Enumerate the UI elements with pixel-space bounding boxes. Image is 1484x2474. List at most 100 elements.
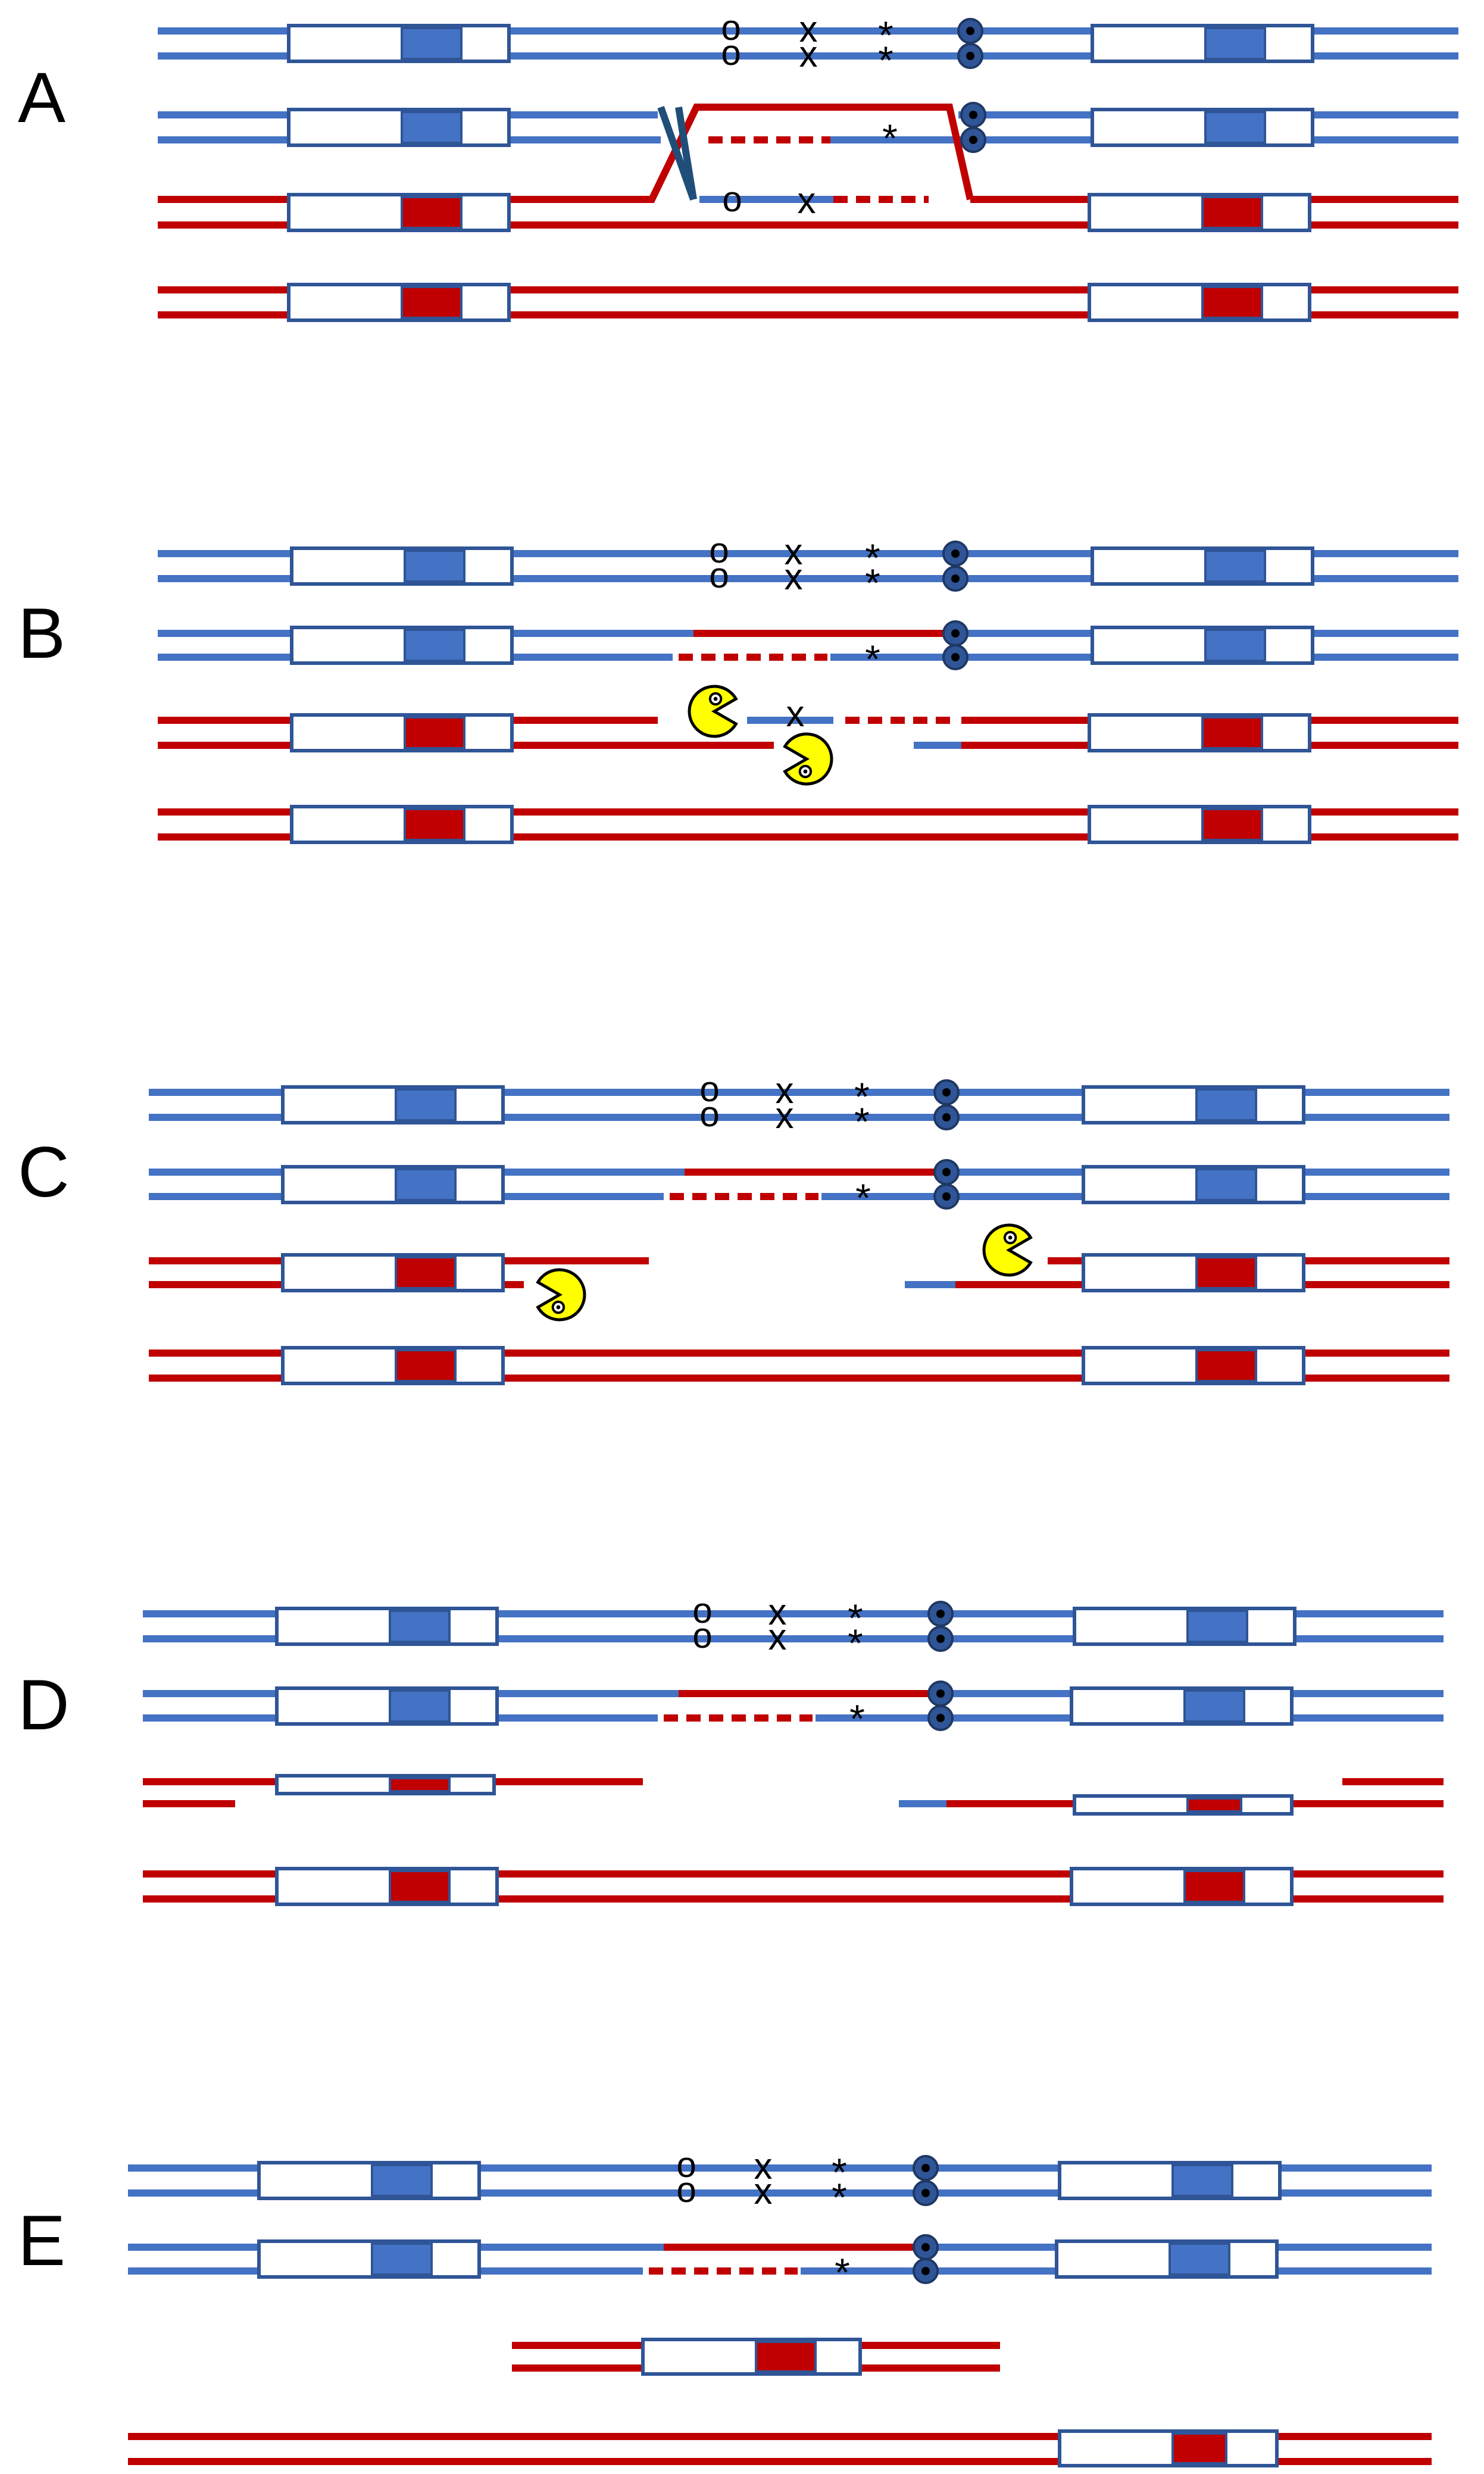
panel-a-c2-star: * [882, 116, 898, 160]
pacman-exonuclease-icon [688, 685, 738, 738]
panel-a-chromatid-1-left-box [287, 24, 511, 63]
panel-e-chromatid-1-star-bottom: * [832, 2175, 847, 2219]
panel-c-chromatid-1-right-box-frame [1082, 1085, 1305, 1124]
panel-b-chromatid-1-right-box [1091, 546, 1314, 586]
panel-b-chromatid-3-left-box-marker-block [404, 716, 465, 749]
panel-e-chromatid-2-right-box-marker-block [1169, 2242, 1230, 2276]
panel-e-c2-centromere-bottom-dot [921, 2267, 930, 2275]
panel-b-chromatid-1-centromere-top-dot [951, 549, 960, 558]
panel-d-chromatid-1-left-box [275, 1607, 499, 1646]
panel-d-chromatid-2-left-box-frame [275, 1686, 499, 1726]
panel-d-c3-left-red-marker [391, 1779, 448, 1790]
panel-c-chromatid-3-right-box-frame [1082, 1253, 1305, 1292]
panel-d-chromatid-1-star-bottom: * [848, 1621, 863, 1665]
panel-a-chromatid-2-right-box-frame [1091, 108, 1314, 147]
panel-b-chromatid-1-centromere-bottom-dot [951, 574, 960, 583]
panel-e-chromatid-1-centromere-top-dot [921, 2164, 930, 2172]
panel-d-chromatid-2-right-box-frame [1070, 1686, 1294, 1726]
panel-a-chromatid-3-left-box-marker-block [401, 196, 463, 229]
panel-b-chromatid-1-x-bottom: x [785, 557, 803, 598]
panel-a-chromatid-4-right-box-frame [1088, 283, 1311, 322]
panel-b-chromatid-2-left-box-frame [290, 626, 514, 665]
panel-e-chromatid-2-left-box [257, 2239, 481, 2279]
panel-d-chromatid-2-right-box-marker-block [1183, 1689, 1245, 1723]
panel-c-chromatid-3-left-box-marker-block [395, 1256, 457, 1289]
panel-d-c2-centromere-top-dot [936, 1689, 945, 1698]
panel-d-chromatid-4-right-box-frame [1070, 1867, 1294, 1906]
panel-d-c2-star: * [849, 1697, 865, 1741]
panel-b-chromatid-4-right-box-frame [1088, 805, 1311, 844]
panel-e-chromatid-1-left-box-frame [257, 2161, 481, 2200]
panel-b-pacman-2-body [783, 732, 833, 786]
panel-b-chromatid-4-right-box [1088, 805, 1311, 844]
panel-c-chromatid-3-right-box-marker-block [1195, 1256, 1257, 1289]
panel-b-chromatid-2-left-box-marker-block [404, 629, 465, 662]
panel-d-c3-left-box-thin-frame [275, 1774, 496, 1795]
panel-c-chromatid-1-centromere-bottom-dot [942, 1113, 951, 1122]
panel-c-c2-star: * [855, 1176, 871, 1220]
panel-e-chromatid-4-box-frame [1058, 2429, 1279, 2467]
panel-c-c2-centromere-top-dot [942, 1168, 951, 1176]
panel-a-chromatid-3-left-box-frame [287, 193, 511, 232]
panel-d-chromatid-2-right-box [1070, 1686, 1294, 1726]
panel-c-chromatid-2-right-box [1082, 1165, 1305, 1204]
panel-e-chromatid-4-box [1058, 2429, 1279, 2467]
panel-a-c3-o: o [722, 179, 742, 219]
panel-e-chromatid-1-right-box-frame [1058, 2161, 1282, 2200]
panel-a-chromatid-2-right-box [1091, 108, 1314, 147]
panel-b-c2-star: * [865, 637, 880, 681]
panel-a-chromatid-1-left-box-frame [287, 24, 511, 63]
panel-a-chromatid-4-right-box [1088, 283, 1311, 322]
panel-c-chromatid-3-right-box [1082, 1253, 1305, 1292]
panel-d-chromatid-2-left-box [275, 1686, 499, 1726]
panel-a-chromatid-3-right-box [1088, 193, 1311, 232]
panel-b-pacman-1-body [688, 685, 738, 738]
panel-d-chromatid-4-right-box-marker-block [1183, 1870, 1245, 1903]
panel-b-chromatid-1-o-bottom: o [709, 555, 729, 595]
panel-a-chromatid-3-right-box-frame [1088, 193, 1311, 232]
panel-b-chromatid-1-left-box-frame [290, 546, 514, 586]
panel-a-chromatid-1-right-box-marker-block [1204, 27, 1266, 60]
panel-a-chromatid-4-right-box-marker-block [1201, 286, 1263, 319]
panel-d-chromatid-2-left-box-marker-block [389, 1689, 451, 1723]
panel-c-chromatid-1-left-box-frame [281, 1085, 505, 1124]
panel-b-chromatid-1-star-bottom: * [865, 561, 880, 605]
panel-a-chromatid-2-right-box-marker-block [1204, 111, 1266, 144]
panel-a-cross-strand [657, 105, 697, 201]
pacman-exonuclease-icon [982, 1223, 1033, 1277]
panel-d-chromatid-4-left-box [275, 1867, 499, 1906]
panel-a-chromatid-2-left-box [287, 108, 511, 147]
panel-a-c3-x: x [798, 180, 816, 221]
panel-c-chromatid-1-x-bottom: x [776, 1095, 794, 1136]
panel-label-b: B [18, 593, 65, 673]
panel-a-chromatid-1-x-top: x [799, 9, 818, 50]
panel-d-c2-centromere-bottom-dot [936, 1714, 945, 1722]
panel-a-chromatid-1-star-bottom: * [878, 38, 893, 82]
panel-c-c2-centromere-bottom-dot [942, 1192, 951, 1201]
panel-label-a: A [18, 58, 65, 138]
panel-c-pacman-2-body [982, 1223, 1033, 1277]
panel-d-chromatid-1-left-box-marker-block [389, 1610, 451, 1643]
panel-d-chromatid-1-right-box-frame [1073, 1607, 1296, 1646]
panel-c-chromatid-1-o-top: o [699, 1069, 719, 1109]
panel-a-chromatid-1-x-bottom: x [799, 34, 818, 75]
panel-d-chromatid-4-left-box-marker-block [389, 1870, 451, 1903]
panel-b-chromatid-4-left-box-frame [290, 805, 514, 844]
panel-e-chromatid-2-right-box-frame [1055, 2239, 1279, 2279]
panel-b-chromatid-3-right-box-frame [1088, 713, 1311, 752]
panel-b-chromatid-3-left-box-frame [290, 713, 514, 752]
panel-b-c2-centromere-top-dot [951, 629, 960, 638]
panel-e-chromatid-1-right-box [1058, 2161, 1282, 2200]
panel-e-fragment-box-frame [641, 2338, 862, 2376]
panel-d-c3-right-box-thin-frame [1073, 1794, 1294, 1816]
panel-a-chromatid-3-right-box-marker-block [1201, 196, 1263, 229]
panel-label-e: E [18, 2201, 65, 2281]
panel-b-c2-centromere-bottom-dot [951, 653, 960, 661]
panel-e-chromatid-1-x-top: x [754, 2146, 773, 2187]
panel-e-fragment-box [641, 2338, 862, 2376]
panel-a-chromatid-1-left-box-marker-block [401, 27, 463, 60]
panel-a-chromatid-1-o-top: o [721, 8, 741, 48]
panel-c-chromatid-2-left-box-marker-block [395, 1168, 457, 1201]
panel-c-chromatid-4-left-box-frame [281, 1346, 505, 1385]
